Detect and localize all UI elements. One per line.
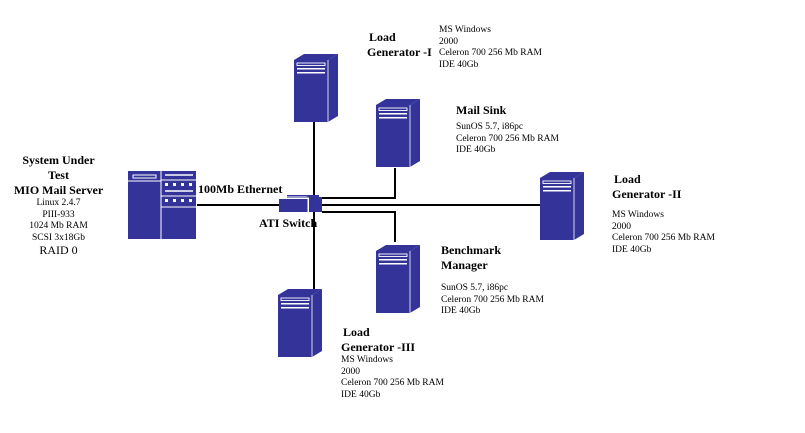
network-label: 100Mb Ethernet bbox=[198, 182, 283, 196]
network-switch-icon[interactable] bbox=[279, 194, 325, 214]
node-load-gen-2-label: Load Generator -II MS Windows 2000 Celer… bbox=[612, 172, 715, 256]
node-benchmark-manager-label: Benchmark Manager SunOS 5.7, i86pc Celer… bbox=[441, 243, 544, 318]
tower-server-icon[interactable] bbox=[376, 243, 420, 313]
node-title: Load bbox=[343, 325, 370, 339]
tower-server-icon[interactable] bbox=[540, 170, 584, 240]
wire-switch-to-benchmark-manager bbox=[322, 211, 396, 242]
node-title: Load bbox=[369, 30, 396, 44]
node-spec: Celeron 700 256 Mb RAM bbox=[341, 378, 444, 388]
node-sut-label: System Under Test MIO Mail Server Linux … bbox=[6, 153, 111, 257]
tower-server-icon[interactable] bbox=[376, 97, 420, 167]
wire-switch-to-mail-sink bbox=[322, 168, 396, 199]
rack-server-icon[interactable] bbox=[128, 171, 196, 239]
node-spec: MS Windows bbox=[612, 210, 664, 220]
node-spec: SCSI 3x18Gb bbox=[31, 232, 86, 243]
node-mail-sink-label: Mail Sink SunOS 5.7, i86pc Celeron 700 2… bbox=[456, 103, 559, 157]
node-title: MIO Mail Server bbox=[13, 183, 104, 197]
node-title: System Under bbox=[22, 153, 95, 167]
tower-server-icon[interactable] bbox=[278, 287, 322, 357]
node-spec: 2000 bbox=[612, 221, 631, 232]
node-title: Test bbox=[48, 168, 69, 182]
node-title: Benchmark bbox=[441, 243, 501, 257]
node-title: Generator -III bbox=[341, 340, 416, 354]
tower-server-icon[interactable] bbox=[294, 52, 338, 122]
node-title: Generator -II bbox=[612, 187, 682, 201]
node-spec: IDE 40Gb bbox=[456, 145, 496, 155]
node-spec: Celeron 700 256 Mb RAM bbox=[441, 294, 544, 305]
node-spec: 2000 bbox=[341, 366, 360, 377]
node-spec: MS Windows bbox=[439, 25, 491, 35]
node-spec: Celeron 700 256 Mb RAM bbox=[612, 233, 715, 243]
node-spec: Linux 2.4.7 bbox=[36, 198, 81, 208]
node-spec: SunOS 5.7, i86pc bbox=[441, 283, 509, 293]
node-spec: MS Windows bbox=[341, 355, 393, 365]
node-spec: IDE 40Gb bbox=[612, 244, 652, 255]
node-load-gen-1-specs: MS Windows 2000 Celeron 700 256 Mb RAM I… bbox=[439, 25, 542, 71]
switch-label: ATI Switch bbox=[259, 216, 318, 230]
node-spec: 1024 Mb RAM bbox=[29, 221, 88, 231]
node-load-gen-3-label: Load Generator -III MS Windows 2000 Cele… bbox=[341, 325, 444, 401]
node-spec: Celeron 700 256 Mb RAM bbox=[439, 48, 542, 58]
node-load-gen-1-title: Load Generator -I bbox=[367, 30, 432, 60]
node-title: Mail Sink bbox=[456, 103, 507, 117]
node-title: Load bbox=[614, 172, 641, 186]
node-spec: Celeron 700 256 Mb RAM bbox=[456, 133, 559, 144]
node-spec: PIII-933 bbox=[42, 209, 75, 220]
node-title: Manager bbox=[441, 258, 488, 272]
node-spec: 2000 bbox=[439, 36, 458, 47]
node-spec: IDE 40Gb bbox=[341, 389, 381, 400]
node-raid: RAID 0 bbox=[39, 243, 78, 257]
node-spec: SunOS 5.7, i86pc bbox=[456, 122, 524, 132]
node-title: Generator -I bbox=[367, 45, 432, 59]
node-spec: IDE 40Gb bbox=[441, 306, 481, 316]
node-spec: IDE 40Gb bbox=[439, 59, 479, 70]
